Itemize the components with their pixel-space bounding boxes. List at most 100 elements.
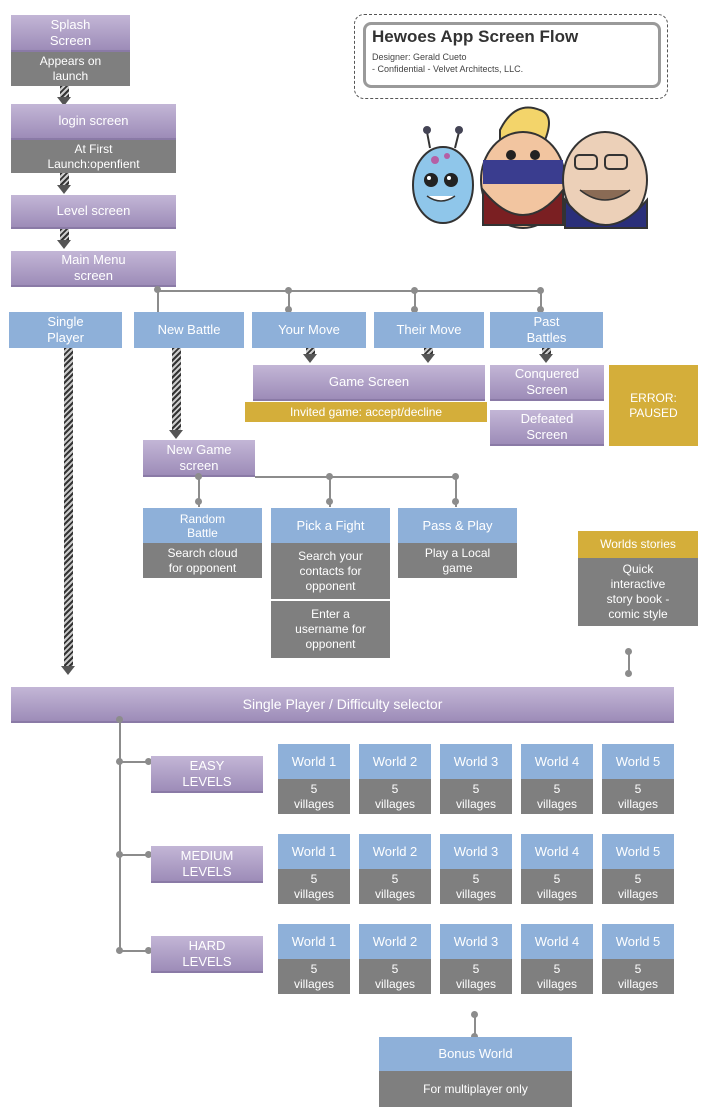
pass-and-play-note: Play a Local game [398, 543, 517, 578]
connector-dot [452, 498, 459, 505]
flow-arrow-head [61, 666, 75, 675]
game-screen-box: Game Screen [253, 365, 485, 401]
main-menu-screen-box: Main Menu screen [11, 251, 176, 287]
medium-world-5-villages: 5 villages [602, 869, 674, 904]
hard-world-2-villages: 5 villages [359, 959, 431, 994]
connector-dot [411, 287, 418, 294]
single-player-box: Single Player [9, 312, 122, 348]
error-paused-box: ERROR: PAUSED [609, 365, 698, 446]
confidential-note: - Confidential - Velvet Architects, LLC. [372, 64, 524, 74]
connector-line [119, 950, 151, 952]
title-box-outer [354, 14, 668, 99]
connector-dot [154, 286, 161, 293]
flow-arrow-head [57, 185, 71, 194]
easy-world-3-villages: 5 villages [440, 779, 512, 814]
characters-illustration [412, 106, 648, 229]
hard-levels-box: HARD LEVELS [151, 936, 263, 973]
menu-bus-line [157, 290, 542, 292]
flow-arrow-head [539, 354, 553, 363]
connector-line [414, 290, 416, 312]
flow-arrow-shaft [306, 348, 315, 356]
flow-arrow-head [57, 240, 71, 249]
connector-dot [116, 947, 123, 954]
flow-arrow-head [169, 430, 183, 439]
medium-world-2: World 2 [359, 834, 431, 869]
connector-dot [145, 947, 152, 954]
their-move-box: Their Move [374, 312, 484, 348]
new-battle-box: New Battle [134, 312, 244, 348]
new-game-bus-line [255, 476, 458, 478]
bonus-world-box: Bonus World [379, 1037, 572, 1071]
connector-dot [145, 851, 152, 858]
easy-world-5: World 5 [602, 744, 674, 779]
designer-credit: Designer: Gerald Cueto [372, 52, 467, 62]
connector-line [628, 651, 630, 674]
hard-world-2: World 2 [359, 924, 431, 959]
connector-line [474, 1014, 476, 1038]
pick-a-fight-box: Pick a Fight [271, 508, 390, 543]
hard-world-3: World 3 [440, 924, 512, 959]
hard-world-1: World 1 [278, 924, 350, 959]
easy-world-4: World 4 [521, 744, 593, 779]
flow-arrow-shaft [60, 229, 69, 243]
connector-dot [116, 851, 123, 858]
flow-arrow-head [421, 354, 435, 363]
medium-world-1-villages: 5 villages [278, 869, 350, 904]
flow-arrow-shaft [172, 348, 181, 432]
game-screen-note: Invited game: accept/decline [245, 402, 487, 422]
medium-world-1: World 1 [278, 834, 350, 869]
easy-world-2: World 2 [359, 744, 431, 779]
medium-world-4-villages: 5 villages [521, 869, 593, 904]
flow-arrow-shaft [542, 348, 551, 356]
connector-line [157, 290, 159, 312]
medium-world-5: World 5 [602, 834, 674, 869]
easy-world-3: World 3 [440, 744, 512, 779]
connector-line [119, 854, 151, 856]
worlds-stories-box: Worlds stories [578, 531, 698, 558]
blonde-character-icon [480, 106, 566, 229]
flow-arrow-head [57, 97, 71, 106]
connector-dot [195, 498, 202, 505]
easy-world-5-villages: 5 villages [602, 779, 674, 814]
connector-dot [625, 648, 632, 655]
conquered-screen-box: Conquered Screen [490, 365, 604, 401]
connector-line [198, 477, 200, 507]
connector-dot [116, 758, 123, 765]
splash-screen-box: Splash Screen [11, 15, 130, 52]
random-battle-note: Search cloud for opponent [143, 543, 262, 578]
new-game-screen-box: New Game screen [143, 440, 255, 477]
connector-dot [411, 306, 418, 313]
connector-dot [537, 306, 544, 313]
connector-line [540, 290, 542, 312]
login-screen-box: login screen [11, 104, 176, 140]
medium-levels-box: MEDIUM LEVELS [151, 846, 263, 883]
medium-world-2-villages: 5 villages [359, 869, 431, 904]
easy-world-1-villages: 5 villages [278, 779, 350, 814]
login-note: At First Launch:openfient [11, 140, 176, 173]
pick-a-fight-note: Search your contacts for opponent [271, 543, 390, 599]
difficulty-selector-box: Single Player / Difficulty selector [11, 687, 674, 723]
connector-dot [285, 287, 292, 294]
flow-arrow-shaft [64, 348, 73, 668]
easy-levels-box: EASY LEVELS [151, 756, 263, 793]
bald-character-icon [562, 131, 648, 229]
medium-world-3-villages: 5 villages [440, 869, 512, 904]
random-battle-box: Random Battle [143, 508, 262, 543]
defeated-screen-box: Defeated Screen [490, 410, 604, 446]
flow-arrow-shaft [60, 173, 69, 187]
connector-dot [625, 670, 632, 677]
connector-dot [326, 498, 333, 505]
connector-dot [537, 287, 544, 294]
hard-world-5: World 5 [602, 924, 674, 959]
hard-world-5-villages: 5 villages [602, 959, 674, 994]
diagram-title: Hewoes App Screen Flow [372, 27, 579, 46]
connector-dot [471, 1033, 478, 1040]
connector-line [288, 290, 290, 312]
connector-dot [145, 758, 152, 765]
medium-world-4: World 4 [521, 834, 593, 869]
easy-world-2-villages: 5 villages [359, 779, 431, 814]
your-move-box: Your Move [252, 312, 366, 348]
levels-trunk-line [119, 719, 121, 952]
connector-dot [285, 306, 292, 313]
hard-world-4-villages: 5 villages [521, 959, 593, 994]
